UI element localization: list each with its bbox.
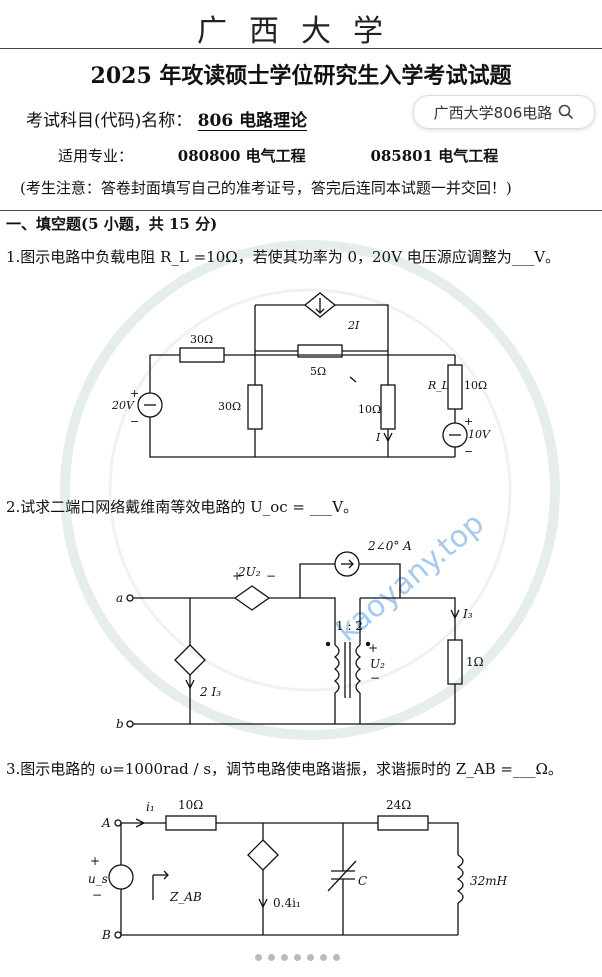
circuit-1: 30Ω 5Ω 30Ω 10Ω R_L 10Ω 20V 10V 2I I + − +… [111, 292, 491, 458]
page-dot[interactable] [333, 954, 340, 961]
svg-text:−: − [370, 671, 380, 685]
section-divider [0, 210, 602, 211]
circuit-2: a b 2U₂ 2∠0° A 1 : 2 U₂ I₃ 2 I₃ 1Ω + − + − [116, 539, 484, 730]
c1-r3: 30Ω [218, 400, 241, 413]
c1-r2: 5Ω [310, 365, 326, 378]
subject-label: 考试科目(代码)名称： [26, 111, 193, 131]
c1-r4: 10Ω [358, 403, 381, 416]
svg-text:−: − [92, 888, 102, 902]
subject-line: 考试科目(代码)名称： 806 电路理论 [26, 106, 307, 131]
svg-text:+: + [464, 415, 473, 428]
c3-i1: i₁ [146, 800, 155, 814]
search-box[interactable]: 广西大学806电路 [413, 95, 595, 129]
page-dot[interactable] [281, 954, 288, 961]
c2-node-b: b [116, 717, 124, 730]
header-divider [0, 48, 602, 49]
page-dot[interactable] [320, 954, 327, 961]
c2-i3: I₃ [462, 607, 473, 621]
university-name: 广西大学 [197, 14, 405, 49]
subject-code: 806 电路理论 [197, 111, 308, 131]
c1-src1: 20V [111, 399, 135, 412]
major-1: 080800 电气工程 [177, 147, 306, 165]
c2-vcvs: 2U₂ [237, 565, 261, 579]
question-2: 2.试求二端口网络戴维南等效电路的 U_oc = ___V。 [6, 498, 359, 516]
svg-text:+: + [232, 569, 242, 583]
svg-text:+: + [90, 854, 100, 868]
svg-text:+: + [130, 387, 139, 400]
page-dot[interactable] [268, 954, 275, 961]
c1-rl-value: 10Ω [464, 379, 487, 392]
search-text: 广西大学806电路 [433, 103, 553, 122]
section-title: 一、填空题(5 小题，共 15 分) [6, 215, 218, 233]
c3-node-b: B [101, 928, 111, 942]
svg-text:−: − [464, 445, 473, 458]
c3-r2: 24Ω [386, 798, 411, 812]
page-dot[interactable] [307, 954, 314, 961]
svg-text:−: − [266, 569, 276, 583]
svg-text:+: + [368, 641, 378, 655]
c3-cccs: 0.4i₁ [273, 896, 301, 910]
major-2: 085801 电气工程 [370, 147, 499, 165]
c2-r: 1Ω [466, 655, 484, 669]
page-indicator[interactable] [255, 954, 340, 961]
c2-cs-top: 2∠0° A [367, 539, 412, 553]
c3-us: u_s [88, 872, 108, 886]
c1-src2: 10V [468, 428, 491, 441]
c3-zab: Z_AB [169, 890, 202, 904]
page-dot[interactable] [255, 954, 262, 961]
c3-node-a: A [101, 816, 111, 830]
c2-u2: U₂ [370, 657, 385, 671]
c2-cccs: 2 I₃ [199, 685, 221, 699]
search-icon [559, 104, 574, 120]
majors-line: 适用专业： 080800 电气工程 085801 电气工程 [58, 145, 512, 166]
c1-r1: 30Ω [190, 333, 213, 346]
c3-cap: C [358, 874, 367, 888]
c3-r1: 10Ω [178, 798, 203, 812]
c3-ind: 32mH [470, 874, 508, 888]
svg-text:−: − [130, 415, 139, 428]
circuit-3: A B i₁ 10Ω 24Ω u_s Z_AB 0.4i₁ C 32mH + − [88, 798, 508, 942]
exam-title: 2025 年攻读硕士学位研究生入学考试试题 [90, 63, 512, 89]
c2-ratio: 1 : 2 [336, 619, 363, 633]
page-dot[interactable] [294, 954, 301, 961]
exam-notice: (考生注意：答卷封面填写自己的准考证号，答完后连同本试题一并交回！) [20, 179, 512, 197]
question-3: 3.图示电路的 ω=1000rad / s，调节电路使电路谐振，求谐振时的 Z_… [6, 760, 563, 778]
c1-current: I [375, 431, 381, 444]
c2-node-a: a [116, 591, 123, 605]
c1-rl-label: R_L [427, 379, 449, 392]
majors-label: 适用专业： [58, 147, 134, 165]
c1-ccs: 2I [347, 319, 360, 332]
question-1: 1.图示电路中负载电阻 R_L =10Ω，若使其功率为 0，20V 电压源应调整… [6, 248, 561, 266]
